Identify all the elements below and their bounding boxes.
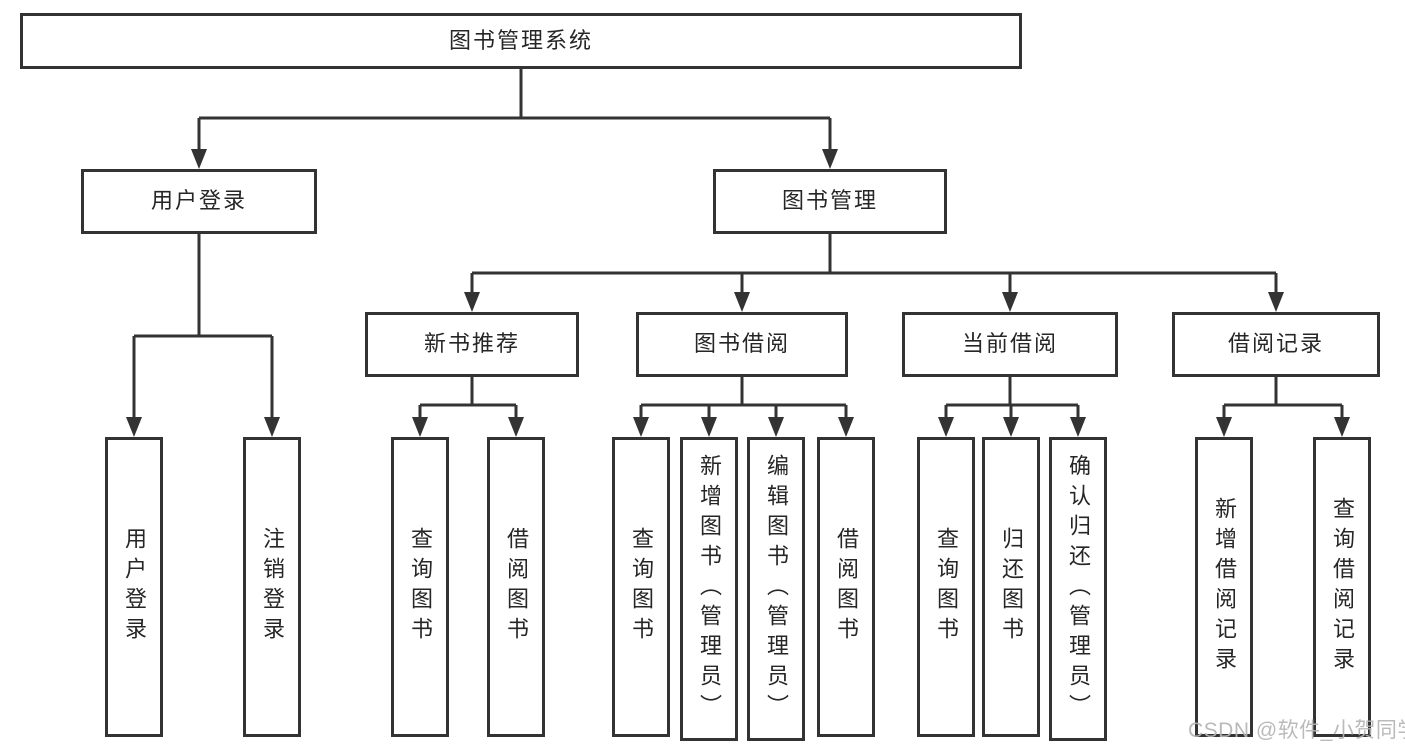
node-book-management: 图书管理 [713, 169, 947, 234]
node-label: 注销登录 [260, 527, 285, 647]
arrowhead-icon [768, 417, 784, 437]
node-label: 图书管理 [781, 188, 878, 214]
node-label: 查询图书 [934, 527, 959, 647]
node-edit-books-admin: 编辑图书（管理员） [747, 437, 805, 741]
node-label: 确认归还（管理员） [1066, 454, 1091, 724]
node-label: 借阅图书 [834, 527, 859, 647]
arrowhead-icon [701, 417, 717, 437]
arrowhead-icon [822, 149, 838, 169]
node-label: 归还图书 [999, 527, 1024, 647]
node-label: 查询图书 [629, 527, 654, 647]
node-library-management-system: 图书管理系统 [20, 13, 1022, 69]
node-label: 图书管理系统 [448, 27, 593, 53]
node-new-book-recommendation: 新书推荐 [365, 312, 579, 377]
arrowheads [126, 149, 1350, 437]
node-user-login: 用户登录 [81, 169, 317, 234]
node-query-books-borrowing: 查询图书 [612, 437, 670, 737]
arrowhead-icon [633, 417, 649, 437]
node-label: 编辑图书（管理员） [764, 454, 789, 724]
node-query-books-recommend: 查询图书 [391, 437, 449, 737]
arrowhead-icon [464, 292, 480, 312]
node-label: 图书借阅 [693, 331, 790, 357]
arrowhead-icon [1334, 417, 1350, 437]
node-confirm-return-admin: 确认归还（管理员） [1049, 437, 1107, 741]
node-add-borrow-record: 新增借阅记录 [1195, 437, 1253, 737]
node-add-books-admin: 新增图书（管理员） [680, 437, 738, 741]
node-query-books-current: 查询图书 [917, 437, 975, 737]
node-label: 用户登录 [150, 188, 247, 214]
node-label: 新书推荐 [423, 331, 520, 357]
arrowhead-icon [1268, 292, 1284, 312]
node-label: 新增借阅记录 [1212, 497, 1237, 677]
node-label: 当前借阅 [961, 331, 1058, 357]
node-label: 借阅图书 [504, 527, 529, 647]
connector-lines [132, 69, 1344, 425]
arrowhead-icon [1003, 417, 1019, 437]
node-label: 查询借阅记录 [1330, 497, 1355, 677]
arrowhead-icon [734, 292, 750, 312]
node-label: 查询图书 [408, 527, 433, 647]
node-book-borrowing: 图书借阅 [636, 312, 848, 377]
node-label: 借阅记录 [1227, 331, 1324, 357]
arrowhead-icon [1216, 417, 1232, 437]
node-query-borrow-record: 查询借阅记录 [1313, 437, 1371, 737]
arrowhead-icon [508, 417, 524, 437]
node-label: 新增图书（管理员） [697, 454, 722, 724]
arrowhead-icon [412, 417, 428, 437]
node-current-borrowing: 当前借阅 [902, 312, 1118, 377]
node-borrowing-records: 借阅记录 [1172, 312, 1380, 377]
arrowhead-icon [126, 417, 142, 437]
arrowhead-icon [191, 149, 207, 169]
csdn-watermark: CSDN @软件_小贺同学 [1188, 719, 1405, 742]
arrowhead-icon [1002, 292, 1018, 312]
node-borrow-books: 借阅图书 [817, 437, 875, 737]
arrowhead-icon [1070, 417, 1086, 437]
node-logout: 注销登录 [243, 437, 301, 737]
arrowhead-icon [938, 417, 954, 437]
arrowhead-icon [264, 417, 280, 437]
node-user-login-leaf: 用户登录 [105, 437, 163, 737]
arrowhead-icon [838, 417, 854, 437]
node-return-books: 归还图书 [982, 437, 1040, 737]
node-borrow-books-recommend: 借阅图书 [487, 437, 545, 737]
node-label: 用户登录 [122, 527, 147, 647]
